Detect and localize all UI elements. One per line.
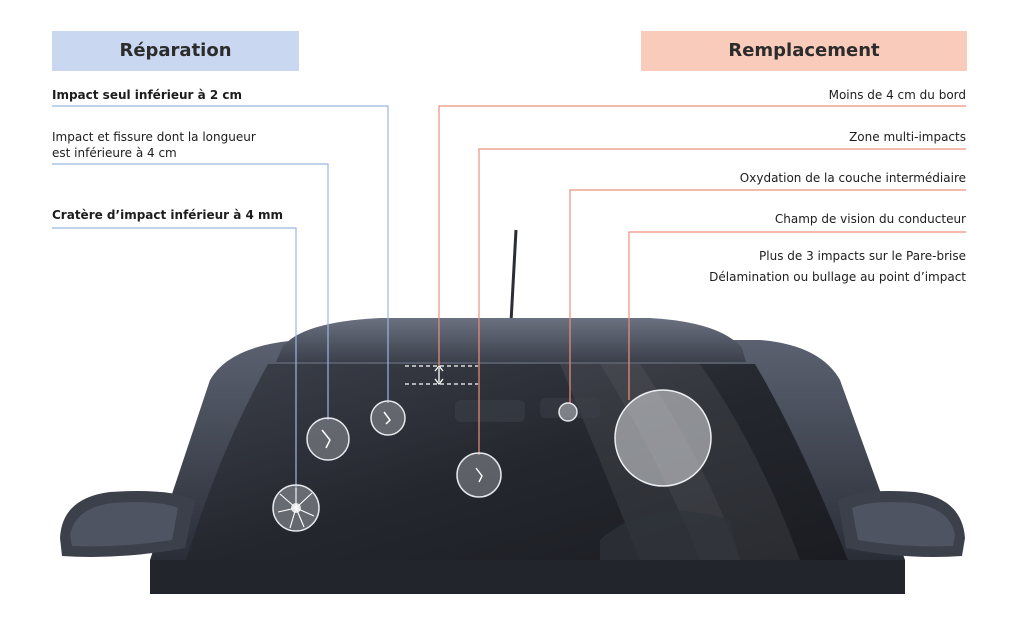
remplacement-item-champ-vision: Champ de vision du conducteur: [775, 212, 966, 227]
impact-fissure: [307, 418, 349, 460]
reparation-header: Réparation: [52, 31, 299, 71]
reparation-item-cratere: Cratère d’impact inférieur à 4 mm: [52, 208, 283, 223]
antenna: [511, 230, 516, 322]
remplacement-item-delamination: Délamination ou bullage au point d’impac…: [709, 270, 966, 285]
remplacement-item-plus-3-impacts: Plus de 3 impacts sur le Pare-brise: [759, 249, 966, 264]
impact-multi: [457, 453, 501, 497]
car-roof: [276, 318, 746, 362]
reparation-item-impact-fissure: Impact et fissure dont la longueur: [52, 130, 256, 145]
reparation-item-impact-seul: Impact seul inférieur à 2 cm: [52, 88, 242, 103]
remplacement-item-oxydation: Oxydation de la couche intermédiaire: [740, 171, 966, 186]
reparation-item-impact-fissure-cont: est inférieure à 4 cm: [52, 146, 177, 161]
remplacement-item-bord: Moins de 4 cm du bord: [829, 88, 966, 103]
impact-oxydation: [559, 403, 577, 421]
driver-vision-zone: [615, 390, 711, 486]
remplacement-item-multi-impacts: Zone multi-impacts: [849, 130, 966, 145]
remplacement-header: Remplacement: [641, 31, 967, 71]
